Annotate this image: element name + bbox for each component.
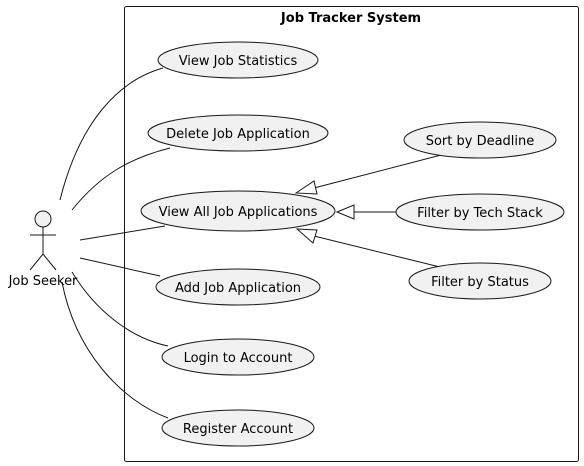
use-case-sort-by-deadline: Sort by Deadline — [403, 121, 557, 159]
use-case-label: Login to Account — [184, 351, 293, 366]
use-case-ellipse — [155, 268, 321, 306]
generalization-line-sort-by-deadline — [313, 153, 446, 189]
use-case-ellipse — [403, 121, 557, 159]
use-case-label: Delete Job Application — [166, 127, 310, 142]
actor-right-leg — [42, 253, 57, 271]
generalization-arrowhead-filter-by-tech-stack — [335, 204, 355, 220]
actor-head — [34, 210, 52, 228]
actor-label: Job Seeker — [8, 274, 78, 289]
use-case-delete-job-application: Delete Job Application — [147, 114, 329, 152]
use-case-label: View All Job Applications — [159, 205, 318, 220]
use-case-ellipse — [408, 262, 552, 300]
use-case-login-to-account: Login to Account — [161, 338, 315, 376]
use-case-label: View Job Statistics — [179, 54, 298, 69]
association-view-all-job-applications — [79, 225, 166, 241]
use-case-label: Add Job Application — [175, 281, 301, 296]
use-case-ellipse — [147, 114, 329, 152]
use-case-view-job-statistics: View Job Statistics — [157, 41, 319, 79]
use-case-add-job-application: Add Job Application — [155, 268, 321, 306]
associations — [59, 67, 171, 419]
use-case-view-all-job-applications: View All Job Applications — [140, 190, 336, 232]
association-add-job-application — [79, 257, 161, 277]
use-case-register-account: Register Account — [161, 409, 315, 447]
system-boundary — [124, 6, 579, 462]
system-title: Job Tracker System — [280, 11, 421, 26]
use-case-ellipse — [395, 193, 565, 231]
generalizations — [294, 153, 446, 269]
association-register-account — [61, 281, 169, 419]
use-case-filter-by-tech-stack: Filter by Tech Stack — [395, 193, 565, 231]
association-delete-job-application — [71, 147, 171, 211]
use-case-label: Sort by Deadline — [426, 134, 535, 149]
use-case-label: Register Account — [183, 422, 293, 437]
generalization-line-filter-by-status — [313, 235, 445, 269]
use-case-label: Filter by Tech Stack — [417, 206, 543, 221]
actor-left-leg — [29, 253, 44, 271]
generalization-arrowhead-sort-by-deadline — [294, 180, 318, 195]
use-case-label: Filter by Status — [431, 275, 529, 290]
use-case-ellipse — [161, 409, 315, 447]
association-login-to-account — [71, 271, 169, 347]
generalization-arrowhead-filter-by-status — [295, 228, 318, 244]
use-case-ellipse — [140, 190, 336, 232]
use-case-ellipse — [157, 41, 319, 79]
use-case-ellipse — [161, 338, 315, 376]
association-view-job-statistics — [59, 67, 164, 201]
actor-job-seeker — [29, 210, 57, 271]
use-case-filter-by-status: Filter by Status — [408, 262, 552, 300]
